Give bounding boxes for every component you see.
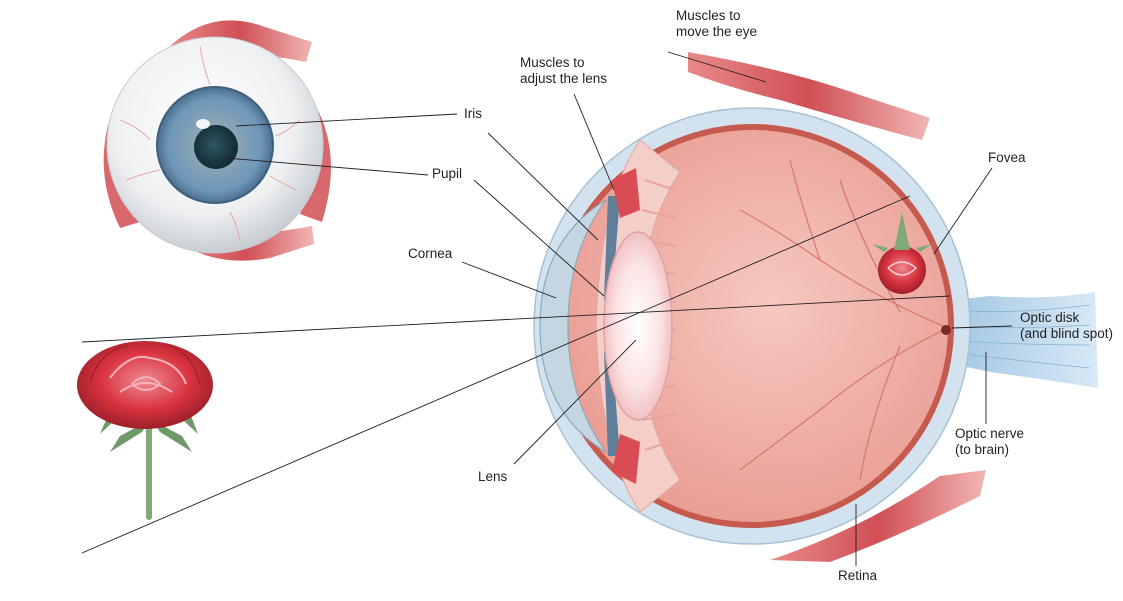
label-optic-nerve-line2: (to brain) xyxy=(955,442,1010,457)
front-eyeball-illustration xyxy=(103,20,331,261)
label-pupil: Pupil xyxy=(432,166,463,181)
label-optic-disk: Optic disk (and blind spot) xyxy=(1020,310,1113,342)
label-cornea: Cornea xyxy=(408,246,453,261)
label-fovea: Fovea xyxy=(988,150,1026,165)
rose-object-illustration xyxy=(77,341,213,520)
label-optic-disk-line2: (and blind spot) xyxy=(1020,326,1114,341)
light-rays xyxy=(81,195,951,554)
label-muscles-move-eye-line2: move the eye xyxy=(676,24,758,39)
label-optic-disk-line1: Optic disk xyxy=(1020,310,1080,325)
leader-lines xyxy=(225,51,1013,566)
label-iris: Iris xyxy=(464,106,482,121)
retina-rose-image xyxy=(872,212,932,294)
label-muscles-move-eye-line1: Muscles to xyxy=(676,8,741,23)
eye-cross-section-illustration xyxy=(533,52,1098,562)
label-lens: Lens xyxy=(478,469,508,484)
label-muscles-adjust-lens: Muscles to adjust the lens xyxy=(520,55,607,87)
label-muscles-adjust-lens-line1: Muscles to xyxy=(520,55,585,70)
label-retina: Retina xyxy=(838,568,878,583)
label-muscles-adjust-lens-line2: adjust the lens xyxy=(520,71,608,86)
label-muscles-move-eye: Muscles to move the eye xyxy=(676,8,757,40)
label-optic-nerve: Optic nerve (to brain) xyxy=(955,426,1024,458)
label-optic-nerve-line1: Optic nerve xyxy=(955,426,1025,441)
